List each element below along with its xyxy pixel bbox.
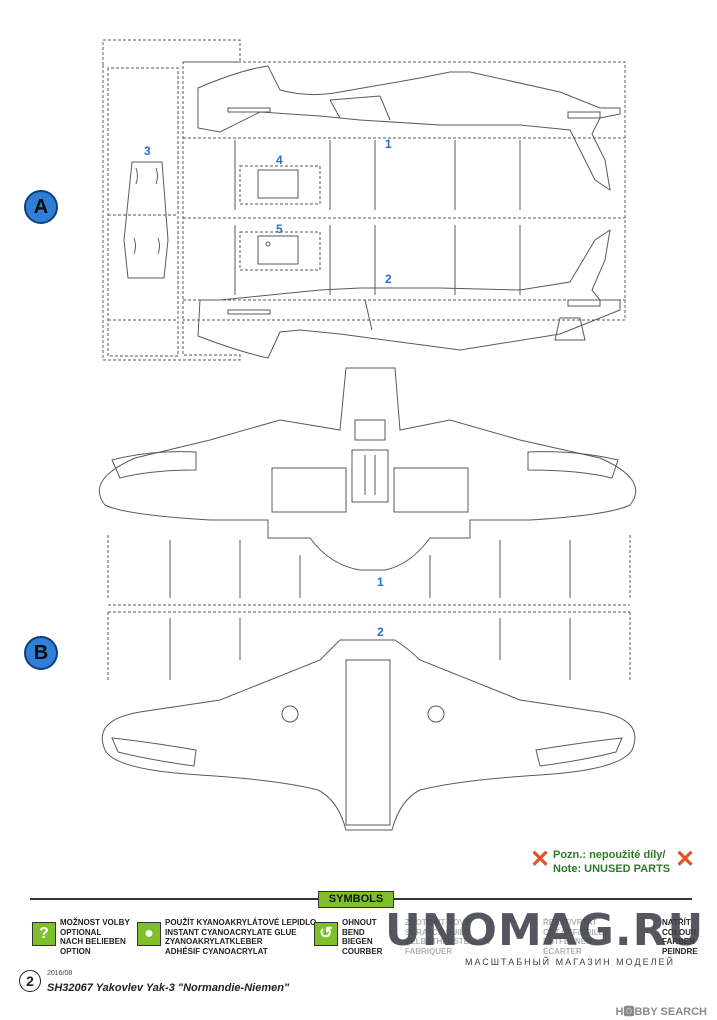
note-note-value: UNUSED PARTS xyxy=(584,863,671,875)
scratch-en: SCRATCH BUILD xyxy=(405,927,471,937)
note-pozn-value: nepoužité díly/ xyxy=(589,849,666,861)
symbol-paint-text: NATŘÍT COLOUR FARBEN PEINDRE xyxy=(662,918,698,956)
wing-upper-1 xyxy=(98,367,637,571)
part-3-shape xyxy=(123,161,169,279)
symbol-optional-text: MOŽNOST VOLBY OPTIONAL NACH BELIEBEN OPT… xyxy=(60,918,130,956)
paint-cs: NATŘÍT xyxy=(662,918,691,927)
bend-fr: COURBER xyxy=(342,946,383,956)
optional-icon: ? xyxy=(32,922,56,946)
fret-a-part-1-label: 1 xyxy=(385,137,392,151)
bend-cs: OHNOUT xyxy=(342,918,377,927)
unused-x-right-icon: ✕ xyxy=(675,846,696,873)
optional-fr: OPTION xyxy=(60,946,91,956)
cut-de: ENTFERNEN xyxy=(543,937,592,946)
cut-cs: ŘEZAT/VRTAT xyxy=(543,918,597,927)
glue-fr: ADHÉSIF CYANOACRYLAT xyxy=(165,946,268,956)
section-badge-b: B xyxy=(24,636,58,670)
scratch-de: SELBSTHERSTELLEN xyxy=(405,937,490,946)
optional-en: OPTIONAL xyxy=(60,927,102,937)
fret-a-part-5-label: 5 xyxy=(276,222,283,236)
unused-x-left-icon: ✕ xyxy=(530,846,551,873)
part-5-shape xyxy=(239,231,321,271)
note-pozn-key: Pozn.: xyxy=(553,849,586,861)
bend-icon: ↺ xyxy=(314,922,338,946)
symbol-scratch-text: ZHOTOVIT NOVÉ SCRATCH BUILD SELBSTHERSTE… xyxy=(405,918,490,956)
symbol-bend-text: OHNOUT BEND BIEGEN COURBER xyxy=(342,918,382,956)
fret-b-frame xyxy=(107,535,631,680)
bend-en: BEND xyxy=(342,927,365,937)
section-badge-a: A xyxy=(24,190,58,224)
footer-date: 2016/08 xyxy=(47,970,73,977)
footer-title: SH32067 Yakovlev Yak-3 "Normandie-Niemen… xyxy=(47,982,290,994)
fuselage-side-1 xyxy=(197,65,621,192)
fuselage-side-2 xyxy=(197,228,621,359)
fret-a-part-2-label: 2 xyxy=(385,272,392,286)
hobby-search-watermark: H🅾BBY SEARCH xyxy=(615,1006,707,1018)
fret-b-part-1-label: 1 xyxy=(377,575,384,589)
cut-en: CUT OFF/DRILL xyxy=(543,927,604,937)
glue-drop-icon: ● xyxy=(137,922,161,946)
paint-de: FARBEN xyxy=(662,937,695,946)
scratch-cs: ZHOTOVIT NOVÉ xyxy=(405,918,471,927)
glue-en: INSTANT CYANOACRYLATE GLUE xyxy=(165,927,297,937)
fret-a-part-3-label: 3 xyxy=(144,144,151,158)
watermark-logo: UNOMAG.RU xyxy=(385,905,705,956)
scratch-fr: FABRIQUER xyxy=(405,946,453,956)
note-note-key: Note: xyxy=(553,863,582,875)
optional-de: NACH BELIEBEN xyxy=(60,937,126,946)
fret-b-part-2-label: 2 xyxy=(377,625,384,639)
cut-fr: ÉCARTER xyxy=(543,946,582,956)
symbol-glue-text: POUŽÍT KYANOAKRYLÁTOVÉ LEPIDLO INSTANT C… xyxy=(165,918,316,956)
fret-a-frame xyxy=(102,39,626,361)
part-4-shape xyxy=(239,165,321,205)
fret-a-part-4-label: 4 xyxy=(276,153,283,167)
page-number: 2 xyxy=(19,970,41,992)
paint-en: COLOUR xyxy=(662,927,697,937)
glue-cs: POUŽÍT KYANOAKRYLÁTOVÉ LEPIDLO xyxy=(165,918,317,927)
unused-parts-note: Pozn.: nepoužité díly/ Note: UNUSED PART… xyxy=(553,848,670,876)
glue-de: ZYANOAKRYLATKLEBER xyxy=(165,937,263,946)
paint-fr: PEINDRE xyxy=(662,946,698,956)
watermark-subtitle: МАСШТАБНЫЙ МАГАЗИН МОДЕЛЕЙ xyxy=(465,957,675,967)
wing-lower-2 xyxy=(101,639,636,831)
optional-cs: MOŽNOST VOLBY xyxy=(60,918,130,927)
symbols-title: SYMBOLS xyxy=(318,891,394,908)
bend-de: BIEGEN xyxy=(342,937,373,946)
symbol-cut-text: ŘEZAT/VRTAT CUT OFF/DRILL ENTFERNEN ÉCAR… xyxy=(543,918,603,956)
